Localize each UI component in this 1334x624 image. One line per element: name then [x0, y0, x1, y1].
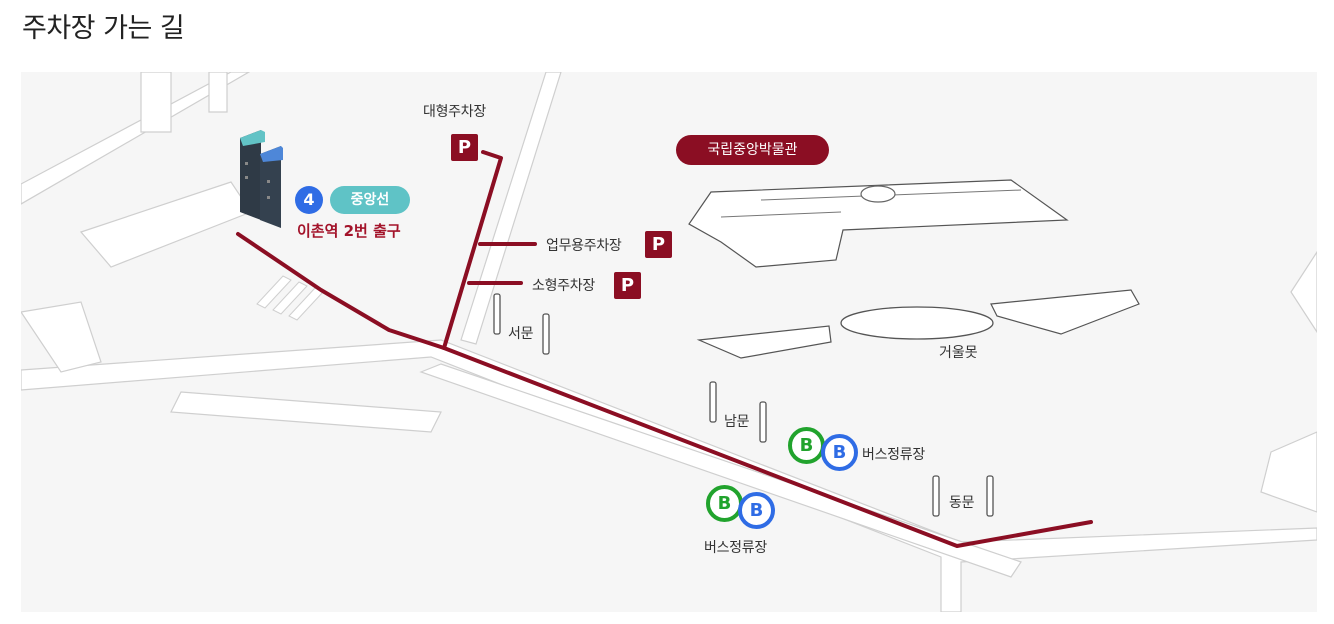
map-base [21, 72, 1317, 612]
large-parking-label: 대형주차장 [423, 104, 486, 120]
mirror-pond-label: 거울못 [939, 345, 978, 361]
west-gate-pillar-left [493, 293, 501, 335]
main-road [21, 339, 1317, 612]
bus-stop-blue-lower[interactable]: B [738, 492, 775, 529]
road-network [21, 72, 1317, 612]
museum-buildings [688, 179, 1140, 359]
south-gate-pillar-left [709, 381, 717, 423]
ichon-exit-label: 이촌역 2번 출구 [297, 222, 401, 240]
map-area: 대형주차장 P 업무용주차장 P 소형주차장 P 국립중앙박물관 4 중앙선 이… [21, 72, 1317, 612]
route-to-large-parking [442, 150, 503, 350]
bus-stop-lower-label: 버스정류장 [704, 540, 767, 556]
west-gate-label: 서문 [508, 326, 534, 342]
large-parking-marker[interactable]: P [451, 134, 478, 161]
gate-pillars [493, 293, 994, 517]
east-gate-label: 동문 [949, 495, 975, 511]
south-gate-pillar-right [759, 401, 767, 443]
road-block-right [1260, 431, 1317, 513]
bus-stop-green-lower[interactable]: B [706, 485, 743, 522]
business-parking-label: 업무용주차장 [546, 238, 622, 254]
east-gate-pillar-left [932, 475, 940, 517]
west-gate-pillar-right [542, 313, 550, 355]
road-edge-right [1290, 250, 1317, 334]
bus-stop-blue-upper[interactable]: B [821, 434, 858, 471]
building-southeast [990, 289, 1140, 335]
line4-badge: 4 [295, 186, 323, 214]
bus-stop-green-upper[interactable]: B [788, 427, 825, 464]
museum-building [688, 179, 1069, 268]
road-north [140, 72, 172, 133]
museum-label[interactable]: 국립중앙박물관 [676, 135, 829, 165]
road-lower-left [170, 391, 442, 433]
small-parking-label: 소형주차장 [532, 278, 595, 294]
road-parking-access [460, 72, 562, 345]
small-parking-marker[interactable]: P [614, 272, 641, 299]
building-southwest [696, 325, 832, 359]
parking-stripes [256, 275, 324, 321]
page-title: 주차장 가는 길 [22, 13, 185, 44]
road-north-2 [208, 72, 228, 113]
jungang-line-badge: 중앙선 [330, 186, 410, 214]
business-parking-marker[interactable]: P [645, 231, 672, 258]
route-main [236, 232, 1093, 548]
road-lower [419, 363, 1022, 578]
south-gate-label: 남문 [724, 414, 750, 430]
mirror-pond [840, 306, 994, 340]
walking-route [236, 150, 1093, 548]
bus-stop-upper-label: 버스정류장 [862, 447, 925, 463]
subway-exit-icon [240, 130, 283, 228]
road-block-left [21, 301, 102, 373]
road-block-mid [79, 181, 252, 268]
east-gate-pillar-right [986, 475, 994, 517]
